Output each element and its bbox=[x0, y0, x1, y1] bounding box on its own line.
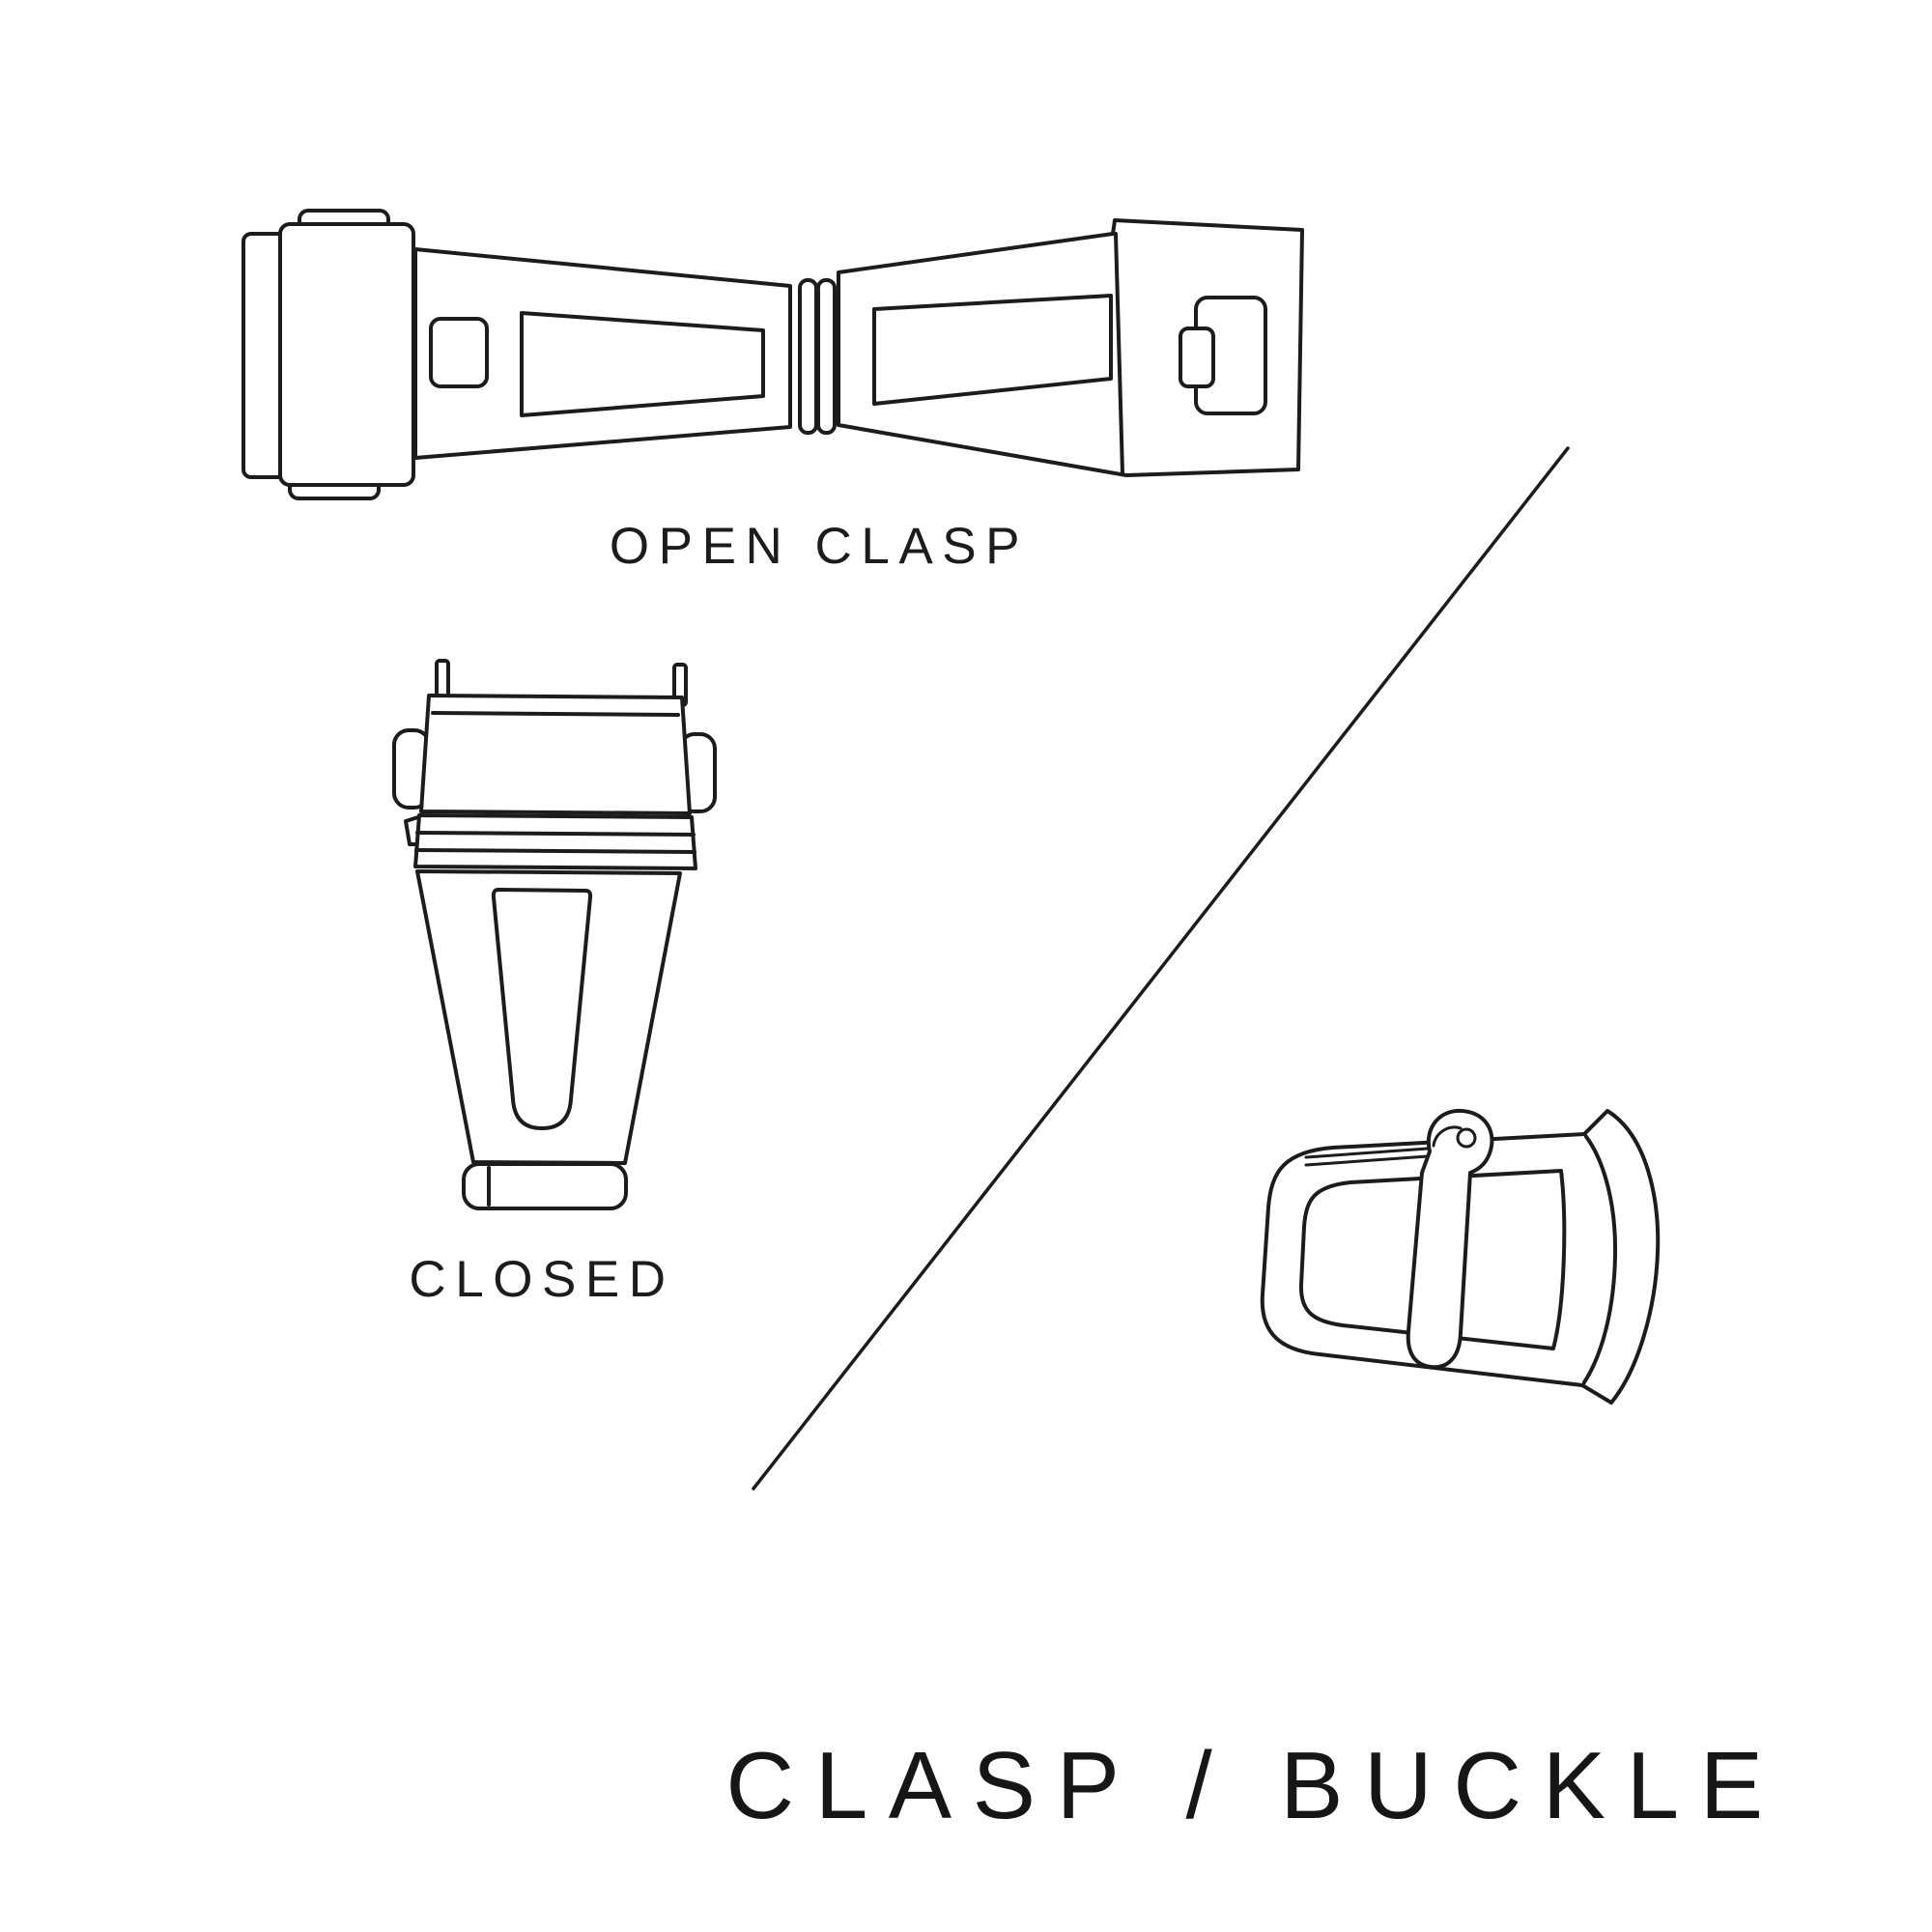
open-clasp-fold-box bbox=[278, 222, 415, 487]
buckle-spring-bar-top bbox=[1304, 1146, 1443, 1159]
open-clasp-right-arm bbox=[837, 218, 1304, 477]
buckle-tang bbox=[1406, 1108, 1494, 1370]
open-clasp-left-arm-inner bbox=[520, 311, 765, 417]
open-clasp-illustration bbox=[242, 209, 1304, 500]
buckle-frame-opening bbox=[1298, 1169, 1567, 1350]
open-clasp-label: OPEN CLASP bbox=[609, 518, 1030, 575]
closed-clasp-body bbox=[415, 869, 682, 1165]
closed-clasp-top-block bbox=[419, 694, 692, 815]
buckle-illustration bbox=[1260, 1108, 1661, 1405]
closed-clasp-band-line-1 bbox=[415, 831, 696, 837]
closed-clasp-label: CLOSED bbox=[409, 1251, 675, 1308]
buckle-pin-ring bbox=[1456, 1127, 1477, 1149]
buckle-tang-loop-line bbox=[1432, 1125, 1463, 1148]
open-clasp-left-notch bbox=[429, 317, 489, 388]
open-clasp-hinge-bar-2 bbox=[816, 278, 837, 435]
buckle-far-bar bbox=[1580, 1109, 1661, 1405]
closed-clasp-top-block-line bbox=[431, 711, 680, 717]
open-clasp-left-arm bbox=[413, 247, 792, 460]
closed-clasp-body-inner bbox=[491, 888, 593, 1130]
open-clasp-right-arm-inner bbox=[872, 294, 1113, 406]
closed-clasp-illustration bbox=[392, 659, 717, 1210]
open-clasp-right-arm-seam bbox=[1114, 232, 1124, 475]
closed-clasp-end-bar bbox=[462, 1162, 628, 1210]
page-title: CLASP / BUCKLE bbox=[725, 1732, 1784, 1838]
buckle-spring-bar-bottom bbox=[1304, 1153, 1443, 1167]
open-clasp-hinge-bar-1 bbox=[798, 278, 818, 435]
divider-line bbox=[752, 446, 1570, 1491]
closed-clasp-band-line-2 bbox=[414, 848, 696, 854]
closed-clasp-band bbox=[413, 813, 697, 870]
open-clasp-catch-tab bbox=[1179, 327, 1215, 388]
